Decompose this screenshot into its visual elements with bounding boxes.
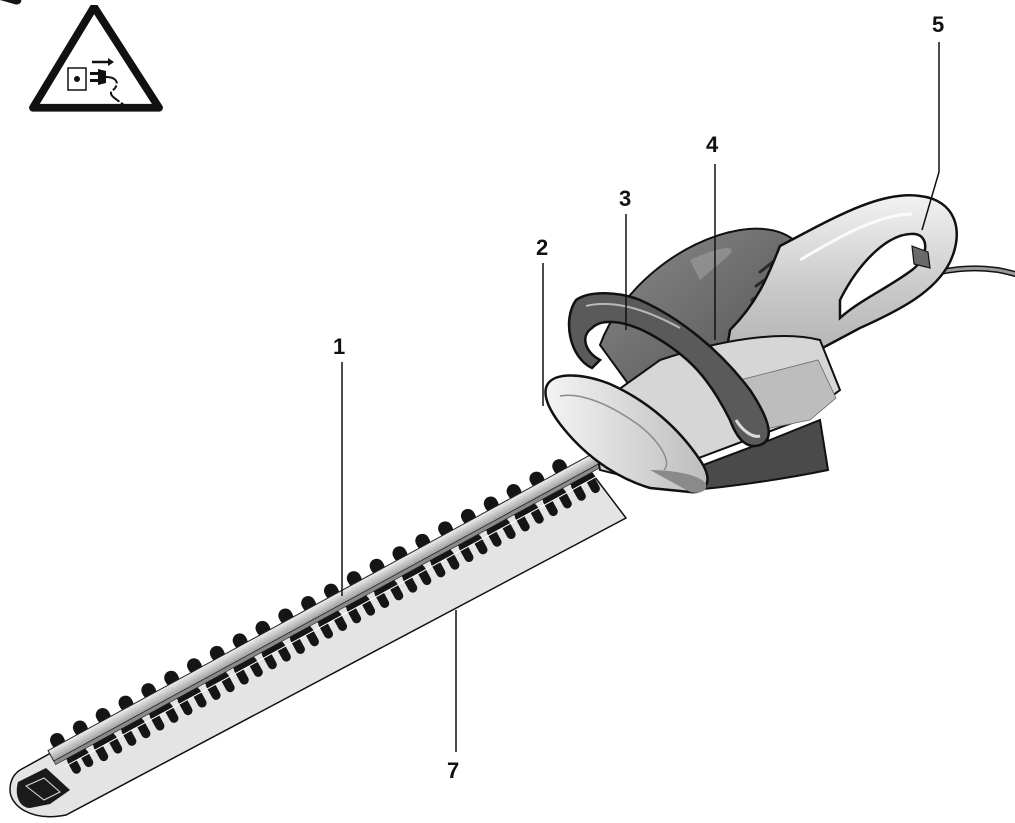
callout-5: 5 <box>932 12 945 37</box>
callout-3: 3 <box>619 186 632 211</box>
blade-teeth-upper <box>0 0 22 5</box>
leader-5 <box>921 42 940 231</box>
hand-guard <box>544 374 709 494</box>
front-bow-handle <box>567 292 770 448</box>
callout-leaders <box>341 42 940 752</box>
cutter-teeth-upper <box>16 443 619 808</box>
callout-7: 7 <box>447 758 460 783</box>
callout-4: 4 <box>706 132 719 157</box>
unplug-warning-icon <box>29 5 163 112</box>
callout-2: 2 <box>536 235 549 260</box>
callout-1: 1 <box>333 334 346 359</box>
power-cord <box>937 265 1015 277</box>
